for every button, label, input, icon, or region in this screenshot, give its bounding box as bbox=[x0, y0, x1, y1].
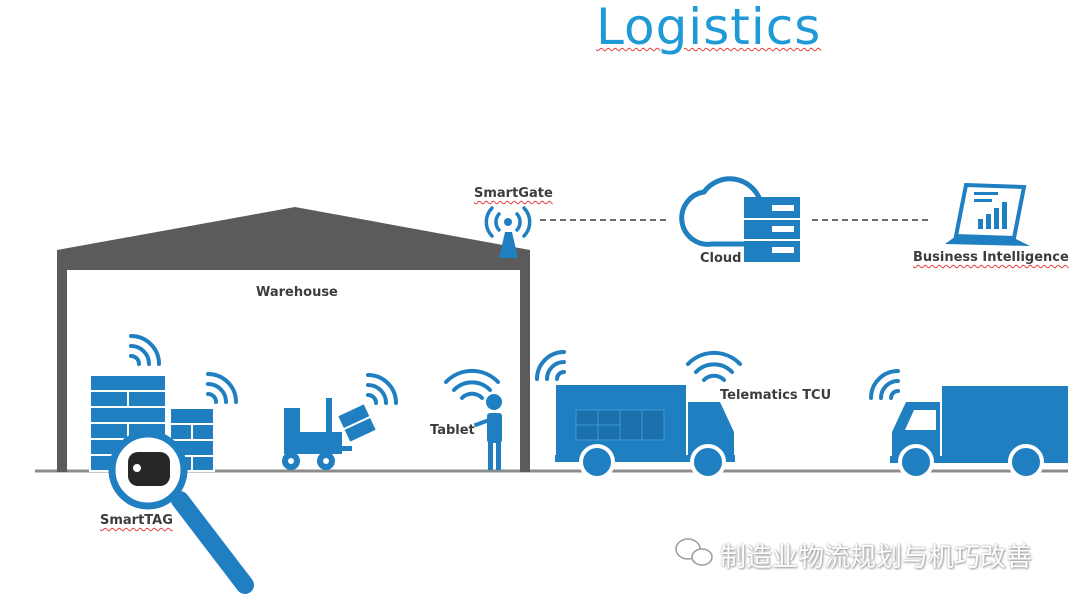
pallet-stack-icon bbox=[89, 374, 215, 472]
smartgate-antenna-icon bbox=[484, 206, 532, 258]
smarttag-label: SmartTAG bbox=[100, 513, 173, 528]
server-icon bbox=[744, 197, 800, 262]
wifi-icon bbox=[535, 350, 566, 381]
tablet-label: Tablet bbox=[430, 423, 475, 438]
wifi-icon bbox=[366, 373, 398, 405]
smartgate-label: SmartGate bbox=[474, 186, 553, 201]
warehouse-label: Warehouse bbox=[256, 285, 338, 300]
wechat-icon bbox=[675, 538, 713, 566]
business-intelligence-label: Business Intelligence bbox=[913, 250, 1069, 265]
truck-icon bbox=[555, 385, 735, 480]
page-title: Logistics bbox=[596, 0, 822, 56]
smarttag-device-icon bbox=[128, 452, 170, 486]
wifi-icon bbox=[129, 334, 161, 366]
wifi-icon bbox=[444, 368, 500, 400]
warehouse-building bbox=[57, 207, 530, 472]
wifi-icon bbox=[686, 350, 742, 382]
forklift-icon bbox=[282, 398, 352, 470]
watermark-text: 制造业物流规划与机巧改善 bbox=[720, 543, 1033, 573]
laptop-chart-icon bbox=[945, 182, 1030, 246]
truck-icon bbox=[890, 386, 1068, 480]
cloud-label: Cloud bbox=[700, 251, 742, 266]
wifi-icon bbox=[869, 369, 900, 400]
wifi-icon bbox=[206, 372, 238, 404]
telematics-tcu-label: Telematics TCU bbox=[720, 388, 832, 403]
box-icon bbox=[335, 401, 379, 445]
worker-tablet-icon bbox=[473, 394, 502, 470]
